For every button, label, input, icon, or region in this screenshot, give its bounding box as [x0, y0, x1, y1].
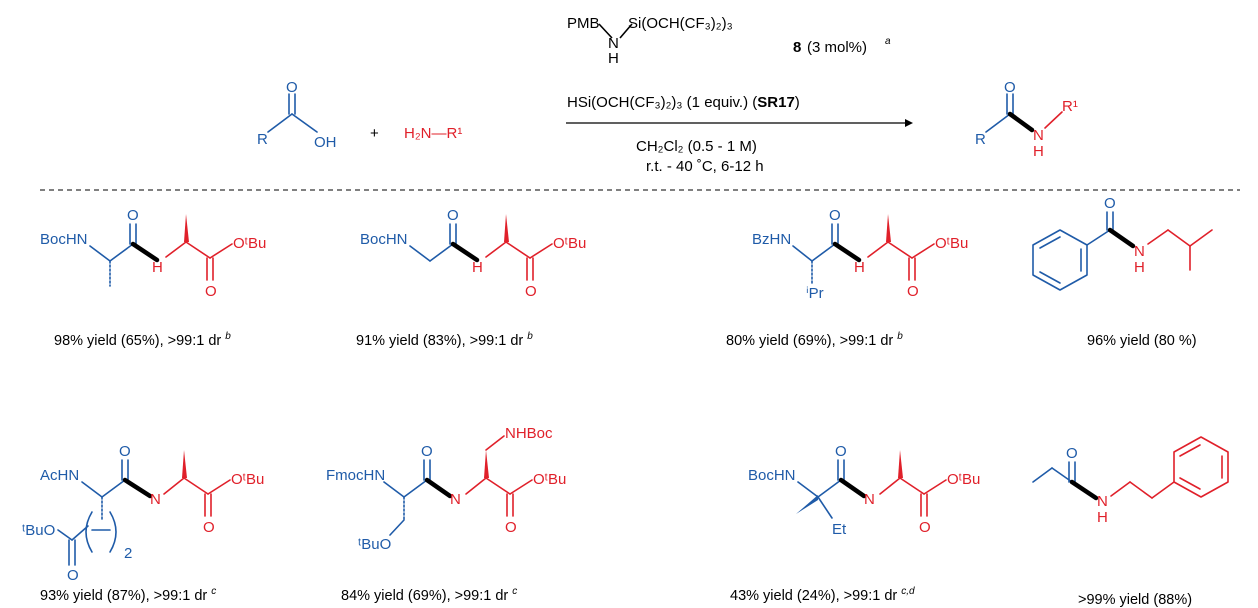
- p6-o2: O: [505, 519, 517, 536]
- product-3-structure: BzHN ⁱPr O H O OᵗBu: [752, 207, 968, 302]
- product-7-caption: 43% yield (24%), >99:1 dr c,d: [730, 586, 915, 604]
- product-4-caption: 96% yield (80 %): [1087, 333, 1197, 349]
- p6-n: N: [450, 491, 461, 508]
- p5-o1: O: [119, 443, 131, 460]
- product-2-caption: 91% yield (83%), >99:1 dr b: [356, 331, 533, 349]
- p6-otbu: OᵗBu: [533, 471, 566, 488]
- catalyst-footnote: a: [885, 36, 891, 47]
- solvent-condition: CH₂Cl₂ (0.5 - 1 M): [636, 138, 757, 155]
- product-1-structure: BocHN O H O OᵗBu: [40, 207, 266, 300]
- p5-n: N: [150, 491, 161, 508]
- p5-otbu: OᵗBu: [231, 471, 264, 488]
- p2-o2: O: [525, 283, 537, 300]
- p1-o1: O: [127, 207, 139, 224]
- amine-formula: H₂N—R¹: [404, 125, 462, 142]
- product-o-label: O: [1004, 79, 1016, 96]
- amide-product: R O N H R¹: [975, 79, 1078, 160]
- p6-nhboc: NHBoc: [505, 425, 553, 442]
- p2-o1: O: [447, 207, 459, 224]
- product-4-structure: O N H: [1032, 195, 1213, 291]
- acid-oh-label: OH: [314, 134, 337, 151]
- p6-o1: O: [421, 443, 433, 460]
- p3-o2: O: [907, 283, 919, 300]
- p5-tbuo: ᵗBuO: [22, 522, 55, 539]
- catalyst-n: N: [608, 35, 619, 52]
- p1-otbu: OᵗBu: [233, 235, 266, 252]
- p8-o: O: [1066, 445, 1078, 462]
- catalyst-number: 8: [793, 39, 801, 56]
- p1-n: H: [152, 259, 163, 276]
- catalyst-pmb: PMB: [567, 15, 600, 32]
- p2-n: H: [472, 259, 483, 276]
- p1-o2: O: [205, 283, 217, 300]
- product-n-label: N: [1033, 127, 1044, 144]
- p7-et: Et: [832, 521, 847, 538]
- product-3-caption: 80% yield (69%), >99:1 dr b: [726, 331, 903, 349]
- p3-otbu: OᵗBu: [935, 235, 968, 252]
- temperature-time: r.t. - 40 ˚C, 6-12 h: [646, 158, 764, 175]
- p4-h: H: [1134, 259, 1145, 276]
- product-5-structure: AcHN O N O OᵗBu ᵗBuO O 2: [22, 443, 264, 584]
- p3-ipr: ⁱPr: [806, 285, 824, 302]
- p2-otbu: OᵗBu: [553, 235, 586, 252]
- p7-o1: O: [835, 443, 847, 460]
- p3-bzhn: BzHN: [752, 231, 791, 248]
- p1-bochn: BocHN: [40, 231, 88, 248]
- p5-left-paren: [85, 511, 93, 553]
- product-1-caption: 98% yield (65%), >99:1 dr b: [54, 331, 231, 349]
- catalyst-silyl: Si(OCH(CF₃)₂)₃: [628, 15, 733, 32]
- product-6-caption: 84% yield (69%), >99:1 dr c: [341, 586, 517, 604]
- product-h-label: H: [1033, 143, 1044, 160]
- p6-fmochn: FmocHN: [326, 467, 385, 484]
- p3-o1: O: [829, 207, 841, 224]
- product-8-structure: O N H: [1032, 436, 1229, 526]
- reagent-hydrosilane: HSi(OCH(CF₃)₂)₃ (1 equiv.) (SR17): [567, 94, 800, 111]
- catalyst-structure: PMB N H Si(OCH(CF₃)₂)₃ 8 (3 mol%) a: [567, 15, 891, 67]
- product-r1-label: R¹: [1062, 98, 1078, 115]
- p2-bochn: BocHN: [360, 231, 408, 248]
- p5-subscript: 2: [124, 545, 132, 562]
- p6-tbuo: ᵗBuO: [358, 536, 391, 553]
- p5-o2: O: [203, 519, 215, 536]
- product-r-label: R: [975, 131, 986, 148]
- product-7-structure: BocHN Et O N O OᵗBu: [748, 443, 980, 538]
- p4-n: N: [1134, 243, 1145, 260]
- p7-otbu: OᵗBu: [947, 471, 980, 488]
- acid-o-label: O: [286, 79, 298, 96]
- p5-achn: AcHN: [40, 467, 79, 484]
- catalyst-h: H: [608, 50, 619, 67]
- p5-o3: O: [67, 567, 79, 584]
- plus-sign: +: [370, 125, 379, 142]
- p7-o2: O: [919, 519, 931, 536]
- product-8-caption: >99% yield (88%): [1078, 592, 1192, 608]
- p5-right-paren: [109, 511, 117, 553]
- product-6-structure: FmocHN ᵗBuO O N NHBoc O OᵗBu: [326, 425, 566, 553]
- catalyst-loading: (3 mol%): [807, 39, 867, 56]
- p8-n: N: [1097, 493, 1108, 510]
- acid-r-label: R: [257, 131, 268, 148]
- product-5-caption: 93% yield (87%), >99:1 dr c: [40, 586, 216, 604]
- p4-o: O: [1104, 195, 1116, 212]
- p7-n: N: [864, 491, 875, 508]
- p7-bochn: BocHN: [748, 467, 796, 484]
- carboxylic-acid: R O OH: [257, 79, 337, 151]
- product-2-structure: BocHN O H O OᵗBu: [360, 207, 586, 300]
- p8-h: H: [1097, 509, 1108, 526]
- p3-n: H: [854, 259, 865, 276]
